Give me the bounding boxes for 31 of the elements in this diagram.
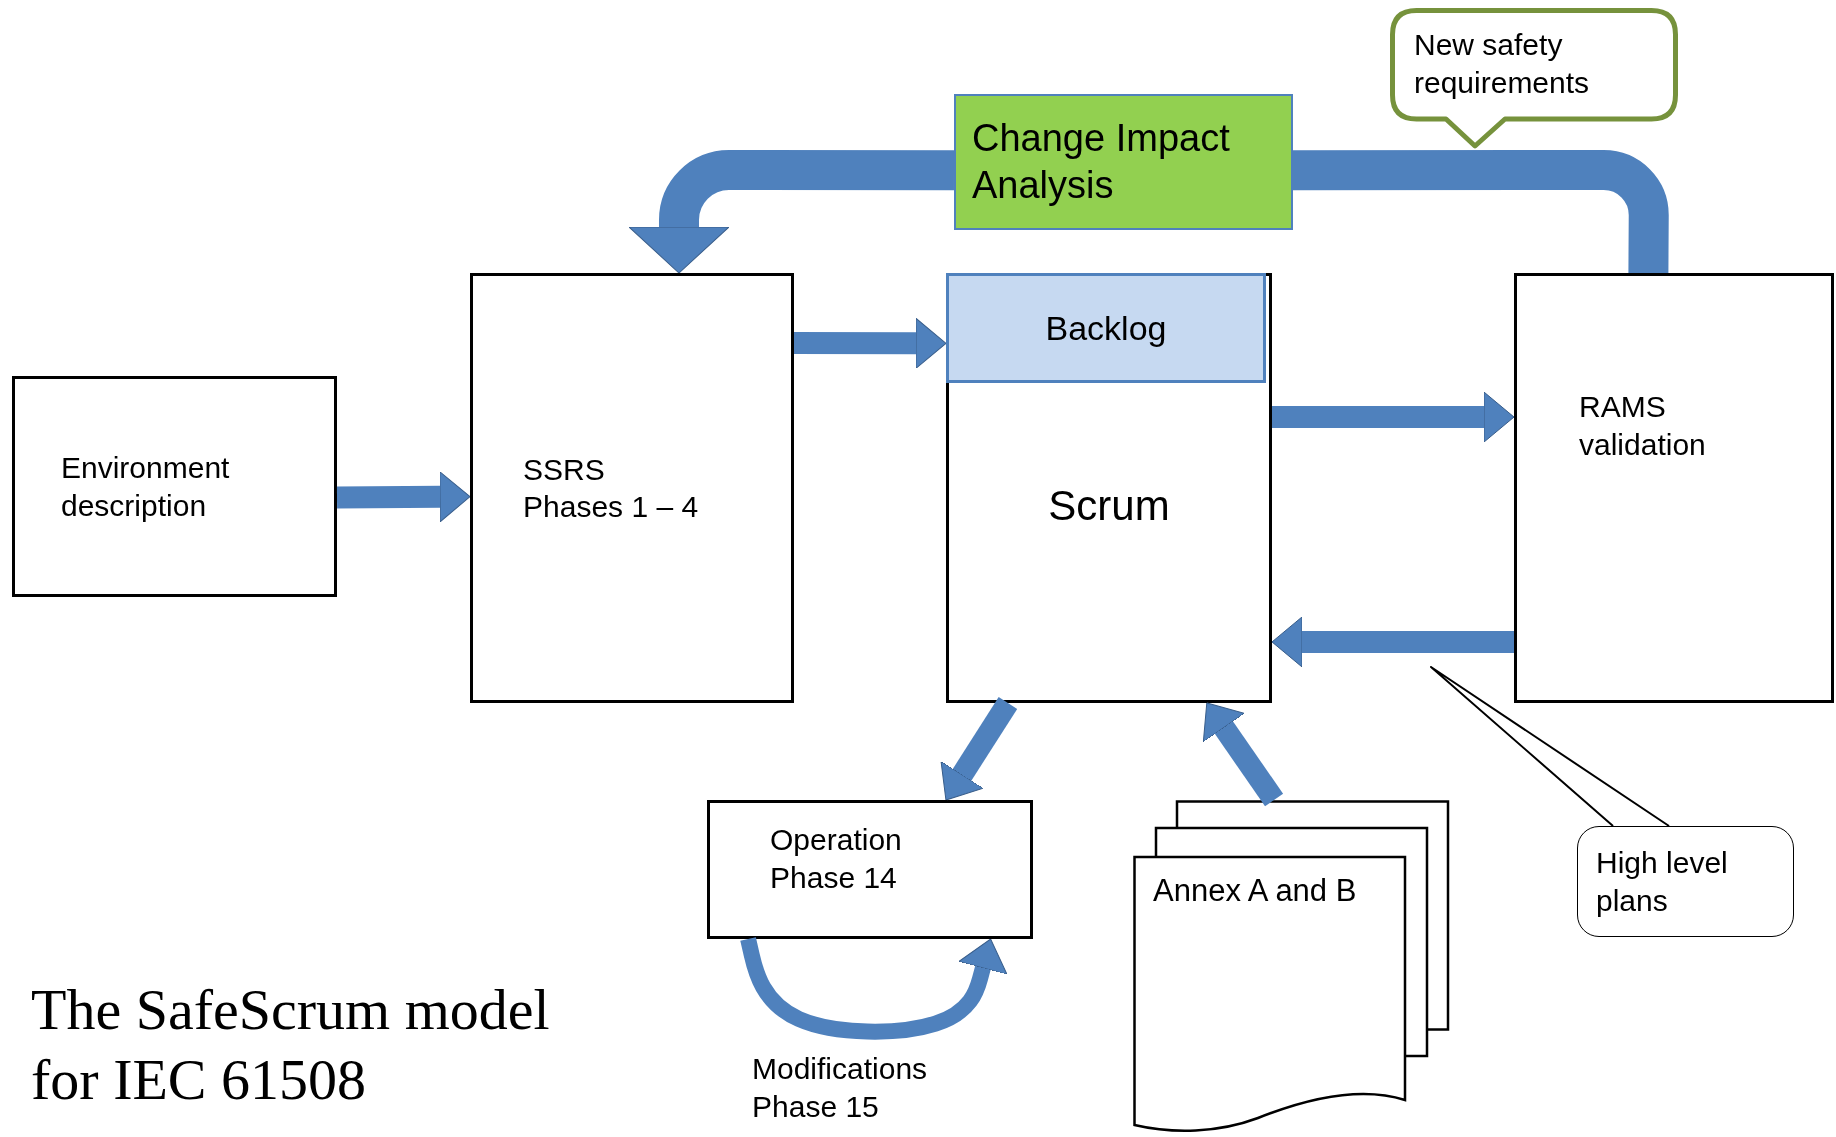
- backlog-band: [946, 273, 1266, 383]
- block-arrow: [1271, 616, 1514, 668]
- diagram-title: The SafeScrum model for IEC 61508: [31, 976, 551, 1114]
- block-arrow: [940, 697, 1018, 801]
- node-label: Change Impact Analysis: [972, 115, 1231, 208]
- leader-line: [1430, 666, 1670, 827]
- block-arrow: [740, 937, 1008, 1040]
- process-box: [12, 376, 337, 597]
- analysis-box: [954, 94, 1293, 230]
- node-label: Annex A and B: [1153, 872, 1358, 910]
- node-label: Operation Phase 14: [770, 822, 903, 896]
- block-arrow: [1272, 391, 1515, 443]
- node-label: RAMS validation: [1579, 389, 1707, 463]
- node-heading: SSRS: [523, 451, 606, 488]
- speech-bubble: [1577, 826, 1794, 937]
- node-label: Environment description: [61, 450, 231, 524]
- speech-bubble: [1390, 8, 1678, 149]
- node-label: Backlog: [1045, 307, 1167, 349]
- block-arrow: [628, 150, 954, 274]
- node-label: Scrum: [1048, 481, 1170, 531]
- process-box: [707, 800, 1033, 939]
- node-label: New safety requirements: [1414, 27, 1591, 101]
- node-label: High level plans: [1596, 845, 1729, 919]
- process-box: [1514, 273, 1834, 703]
- process-box: [946, 273, 1272, 703]
- block-arrow: [1202, 702, 1284, 807]
- process-box: [470, 273, 794, 703]
- document-stack: [1133, 800, 1450, 1134]
- block-arrow: [793, 317, 947, 369]
- block-arrow: [336, 471, 471, 523]
- node-label: Phases 1 – 4: [523, 489, 700, 525]
